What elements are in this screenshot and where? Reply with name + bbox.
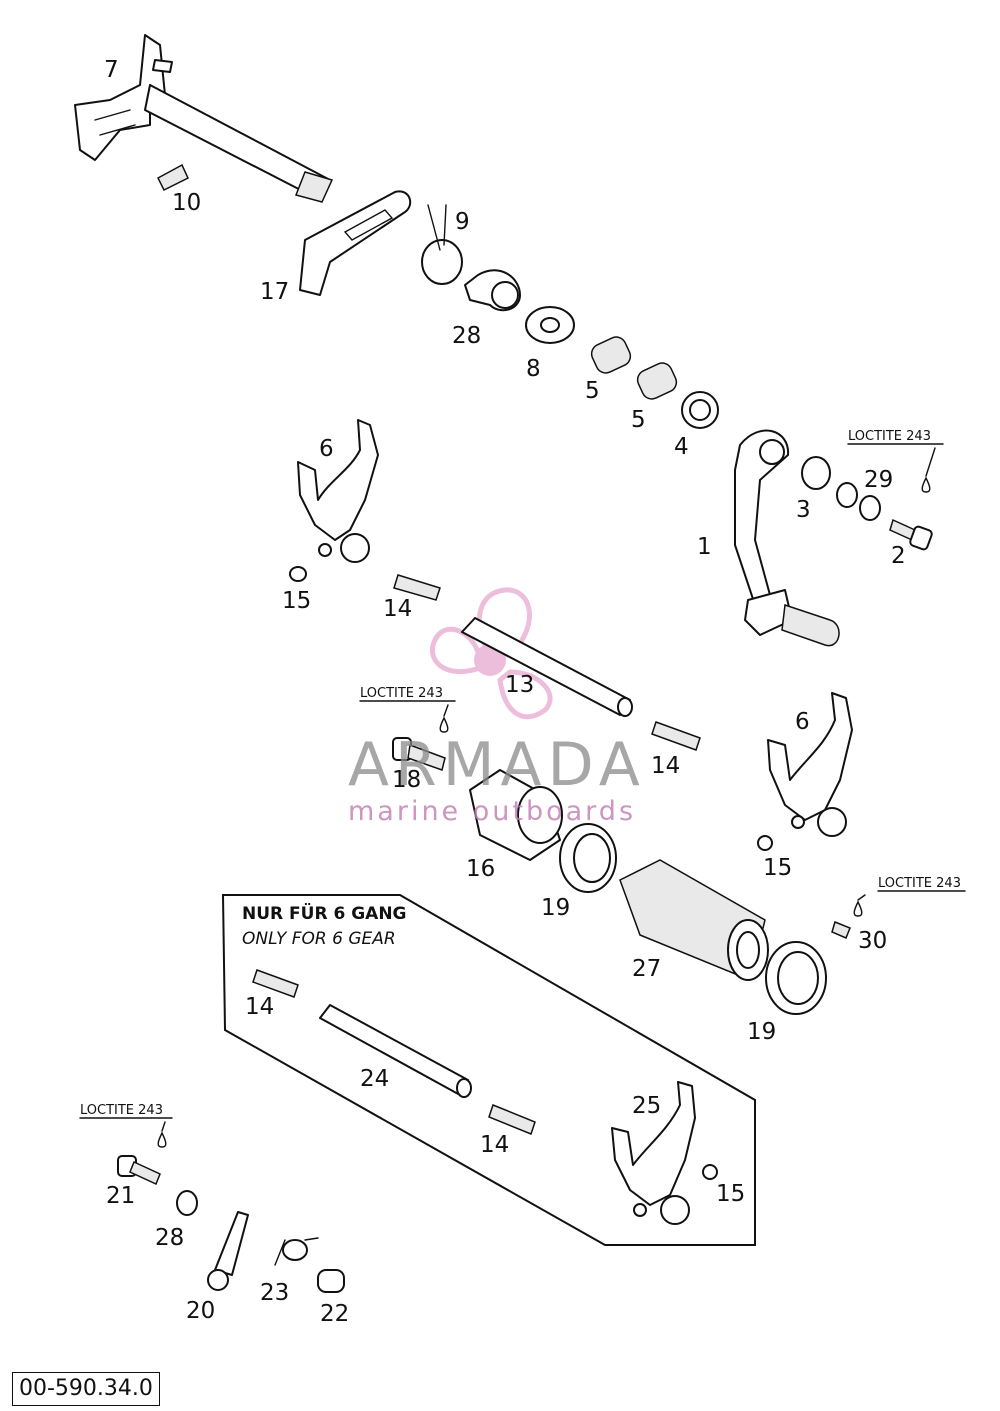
spring-14 [488, 1104, 536, 1135]
callout-14b: 14 [651, 753, 680, 779]
spring-14 [651, 721, 701, 751]
loctite-drop-icon [157, 1131, 167, 1148]
loctite-drop-icon [853, 900, 863, 917]
callout-30: 30 [858, 928, 887, 954]
six-gear-only-frame [221, 894, 756, 1246]
fork-rod-13 [461, 617, 633, 717]
callout-14a: 14 [383, 596, 412, 622]
callout-20: 20 [186, 1298, 215, 1324]
loctite-label: LOCTITE 243 [80, 1103, 163, 1118]
screw-30 [831, 920, 851, 939]
ball-15 [757, 835, 773, 851]
spring-14 [252, 969, 299, 998]
callout-15b: 15 [763, 855, 792, 881]
washer-28 [176, 1190, 198, 1216]
bearing-19 [765, 941, 827, 1015]
callout-2: 2 [891, 543, 906, 569]
callout-14d: 14 [480, 1132, 509, 1158]
callout-25: 25 [632, 1093, 661, 1119]
watermark-subtitle: marine outboards [348, 796, 636, 827]
screw-21 [117, 1155, 161, 1186]
shift-drum-star [469, 769, 563, 861]
screw-18 [392, 737, 446, 771]
ball-15 [702, 1164, 718, 1180]
shift-lever [734, 429, 840, 647]
loctite-drop-icon [921, 476, 931, 493]
callout-22: 22 [320, 1301, 349, 1327]
callout-15a: 15 [282, 588, 311, 614]
watermark-title: ARMADA [348, 730, 646, 800]
circlip [421, 204, 463, 285]
spring-14 [393, 574, 441, 601]
bearing-19 [559, 823, 617, 893]
note-german: NUR FÜR 6 GANG [242, 902, 407, 924]
callout-4: 4 [674, 434, 689, 460]
callout-9: 8 [526, 356, 541, 382]
needle-bearings [590, 336, 678, 400]
callout-14c: 14 [245, 994, 274, 1020]
torsion-spring-23 [274, 1237, 319, 1266]
callout-19b: 19 [747, 1019, 776, 1045]
fork-rod-24 [319, 1004, 472, 1098]
lever-20 [207, 1211, 249, 1291]
callout-6: 6 [795, 709, 810, 735]
shift-fork-25 [611, 1081, 696, 1225]
callout-13: 13 [505, 672, 534, 698]
roller-22 [317, 1269, 345, 1293]
callout-10: 9 [455, 209, 470, 235]
callout-19a: 19 [541, 895, 570, 921]
lock-washer-29 [836, 482, 858, 508]
reference-code: 00-590.34.0 [12, 1372, 160, 1406]
callout-24: 24 [360, 1066, 389, 1092]
callout-3: 3 [796, 497, 811, 523]
screw-2 [889, 518, 933, 551]
callout-27: 28 [452, 323, 481, 349]
spring-12 [157, 163, 189, 192]
ball-15 [289, 566, 307, 582]
shift-shaft [74, 34, 334, 203]
shift-drum [619, 859, 769, 982]
loctite-drop-icon [439, 716, 449, 733]
note-english: ONLY FOR 6 GEAR [242, 929, 396, 949]
callout-8: 6 [319, 436, 334, 462]
callout-29: 29 [864, 467, 893, 493]
callout-1: 1 [697, 534, 712, 560]
callout-12: 10 [172, 190, 201, 216]
shift-plate [299, 190, 412, 296]
callout-16: 16 [466, 856, 495, 882]
callout-18: 18 [392, 767, 421, 793]
callout-5a: 5 [585, 378, 600, 404]
callout-21: 21 [106, 1183, 135, 1209]
shift-fork-6 [767, 692, 853, 837]
loctite-label: LOCTITE 243 [360, 686, 443, 701]
loctite-label: LOCTITE 243 [848, 429, 931, 444]
callout-23: 23 [260, 1280, 289, 1306]
callout-17: 17 [260, 279, 289, 305]
callout-5b: 5 [631, 407, 646, 433]
guide [464, 269, 521, 312]
loctite-label: LOCTITE 243 [878, 876, 961, 891]
callout-15c: 15 [716, 1181, 745, 1207]
washer-3 [801, 456, 831, 490]
callout-28: 28 [155, 1225, 184, 1251]
callout-7: 7 [104, 57, 119, 83]
callout-26: 27 [632, 956, 661, 982]
shift-fork-8 [297, 419, 379, 563]
